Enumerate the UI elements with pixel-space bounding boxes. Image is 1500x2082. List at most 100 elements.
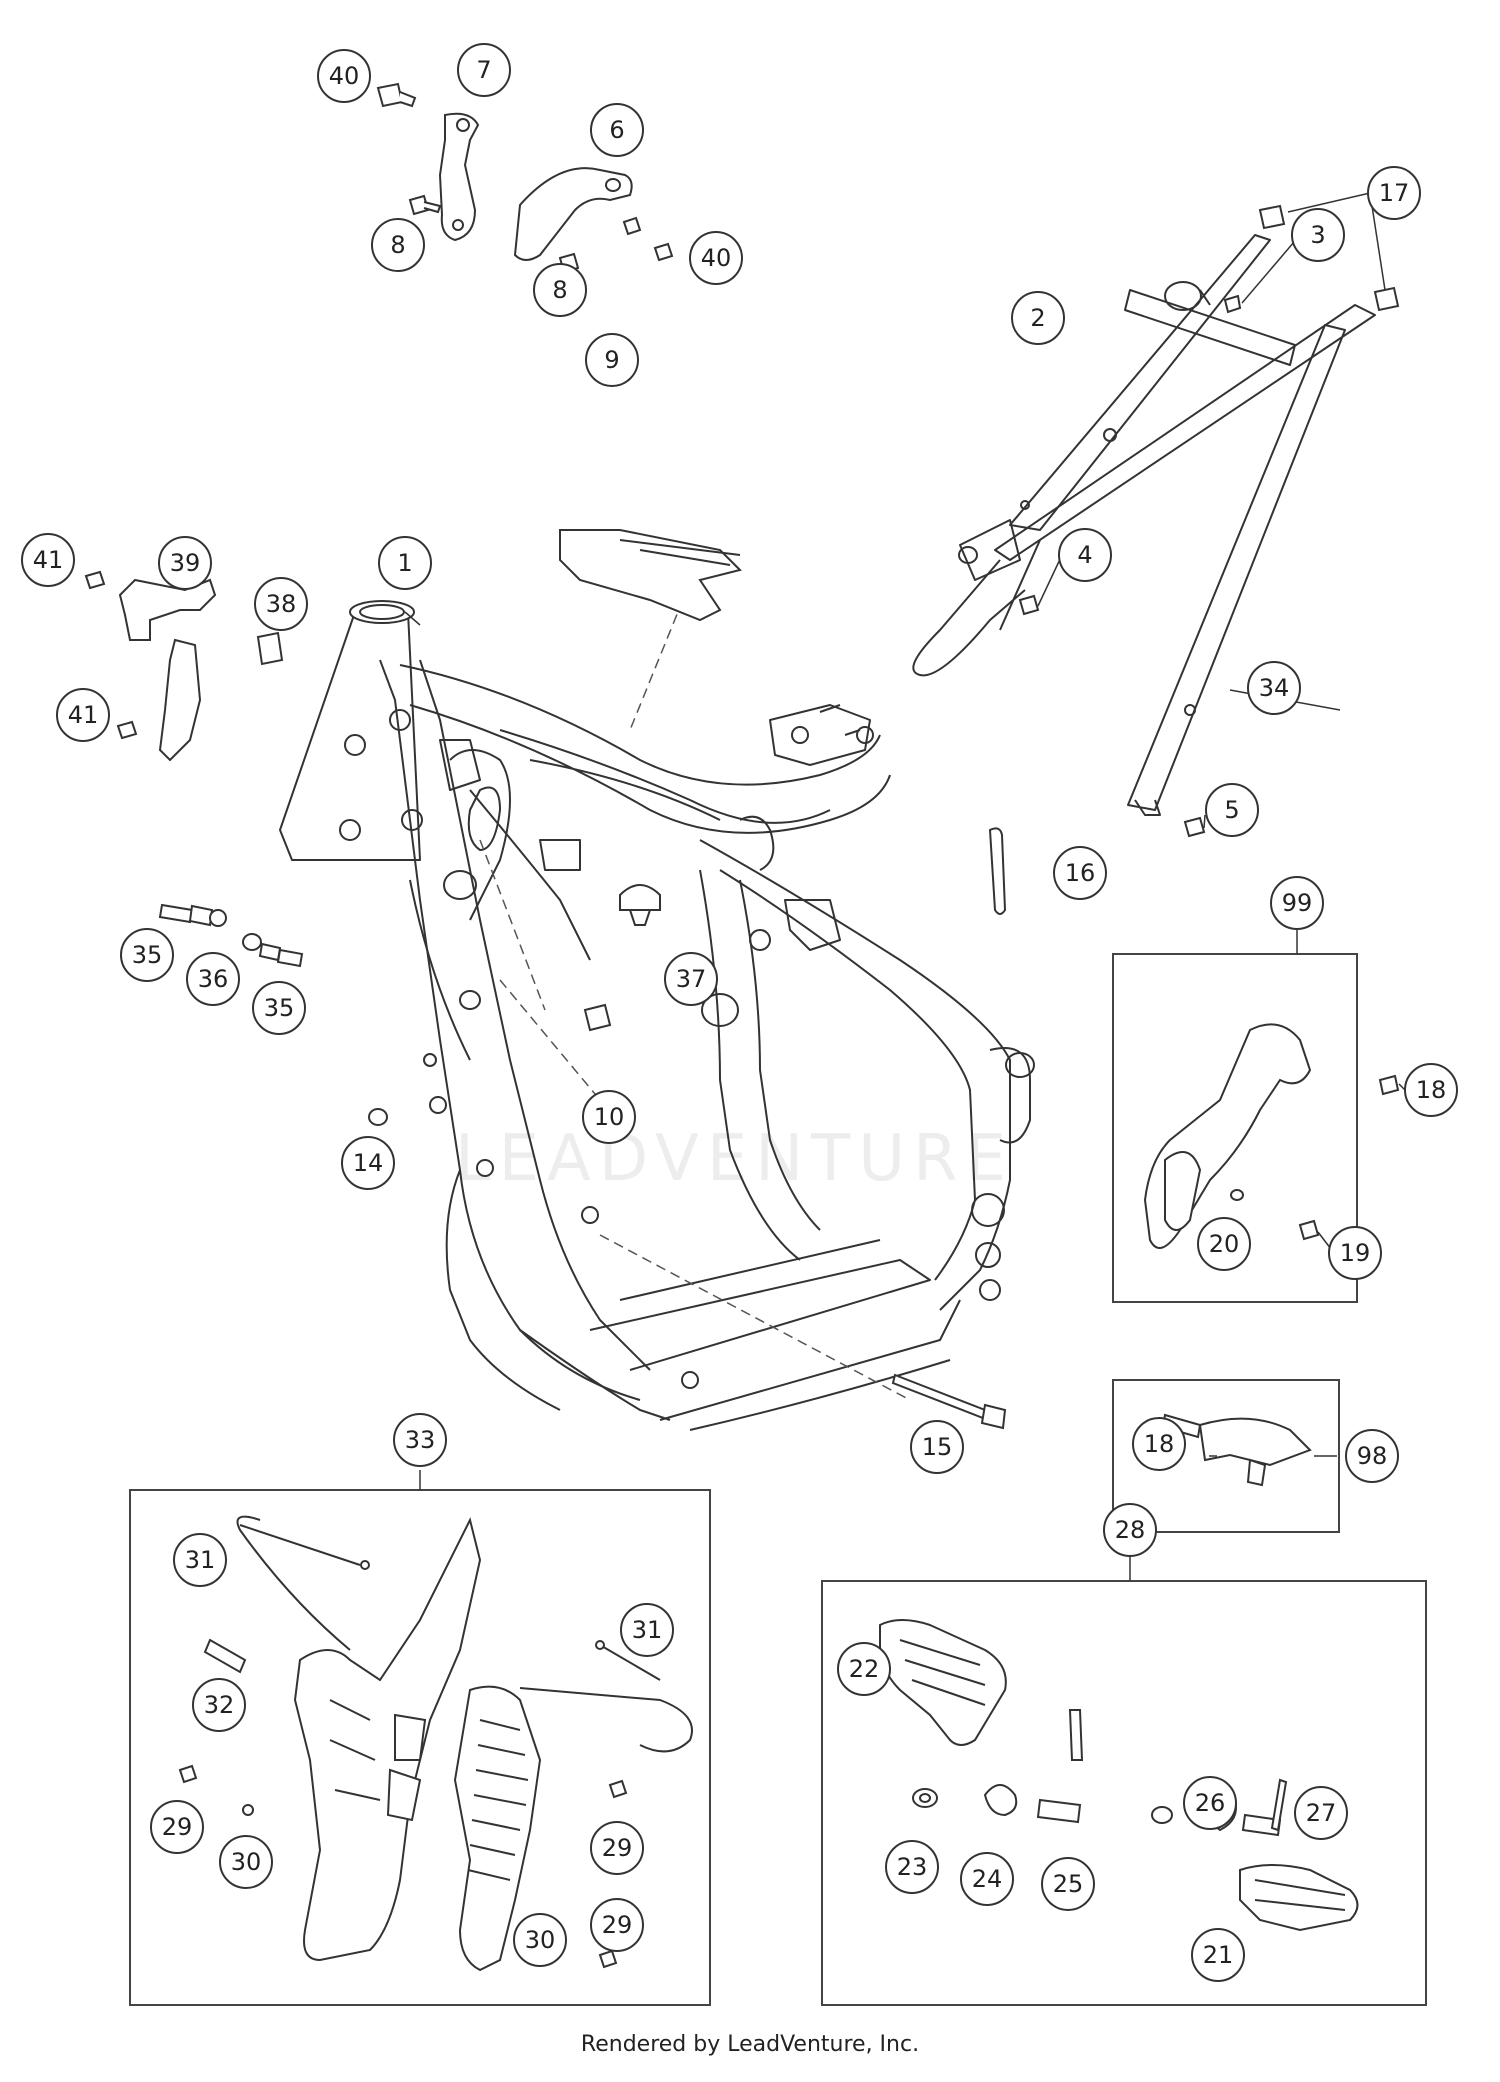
callout-label: 17 bbox=[1379, 179, 1410, 207]
callout-circle bbox=[582, 1090, 636, 1144]
footer-credit: Rendered by LeadVenture, Inc. bbox=[580, 2032, 920, 2057]
callout-19: 19 bbox=[1328, 1226, 1382, 1280]
callout-label: 25 bbox=[1053, 1870, 1084, 1898]
callout-label: 99 bbox=[1282, 889, 1313, 917]
callout-label: 15 bbox=[922, 1433, 953, 1461]
callout-label: 32 bbox=[204, 1691, 235, 1719]
callout-circle bbox=[1205, 783, 1259, 837]
callout-21: 21 bbox=[1191, 1928, 1245, 1982]
callout-40: 40 bbox=[689, 231, 743, 285]
callout-39: 39 bbox=[158, 536, 212, 590]
callout-1: 1 bbox=[378, 536, 432, 590]
callout-27: 27 bbox=[1294, 1786, 1348, 1840]
callout-label: 26 bbox=[1195, 1789, 1226, 1817]
callout-label: 10 bbox=[594, 1103, 625, 1131]
callout-label: 29 bbox=[162, 1813, 193, 1841]
alignment-lines bbox=[479, 569, 911, 1401]
callout-circle bbox=[341, 1136, 395, 1190]
callout-circle bbox=[252, 981, 306, 1035]
callout-circle bbox=[533, 263, 587, 317]
callout-label: 35 bbox=[264, 994, 295, 1022]
callout-29: 29 bbox=[590, 1821, 644, 1875]
callout-17: 17 bbox=[1367, 166, 1421, 220]
callout-circle bbox=[1197, 1217, 1251, 1271]
callout-5: 5 bbox=[1205, 783, 1259, 837]
callout-label: 9 bbox=[604, 346, 619, 374]
callout-29: 29 bbox=[590, 1898, 644, 1952]
callout-label: 19 bbox=[1340, 1239, 1371, 1267]
callout-circle bbox=[378, 536, 432, 590]
callout-label: 98 bbox=[1357, 1442, 1388, 1470]
callout-circle bbox=[590, 1821, 644, 1875]
callout-circle bbox=[689, 231, 743, 285]
callout-8: 8 bbox=[533, 263, 587, 317]
callout-label: 41 bbox=[33, 546, 64, 574]
callout-label: 3 bbox=[1310, 221, 1325, 249]
callout-4: 4 bbox=[1058, 528, 1112, 582]
callout-circle bbox=[371, 218, 425, 272]
callout-18: 18 bbox=[1132, 1417, 1186, 1471]
callout-circle bbox=[620, 1603, 674, 1657]
callout-label: 5 bbox=[1224, 796, 1239, 824]
callout-label: 35 bbox=[132, 941, 163, 969]
callout-label: 22 bbox=[849, 1655, 880, 1683]
callout-label: 28 bbox=[1115, 1516, 1146, 1544]
callout-41: 41 bbox=[56, 688, 110, 742]
callout-circle bbox=[664, 952, 718, 1006]
callout-25: 25 bbox=[1041, 1857, 1095, 1911]
callout-circle bbox=[56, 688, 110, 742]
callout-label: 21 bbox=[1203, 1941, 1234, 1969]
footrests bbox=[880, 1620, 1358, 1930]
callout-circle bbox=[219, 1835, 273, 1889]
callout-8: 8 bbox=[371, 218, 425, 272]
callout-label: 16 bbox=[1065, 859, 1096, 887]
callout-circle bbox=[158, 536, 212, 590]
callout-circle bbox=[1367, 166, 1421, 220]
callout-circle bbox=[513, 1913, 567, 1967]
callout-circle bbox=[590, 1898, 644, 1952]
callout-28: 28 bbox=[1103, 1503, 1157, 1557]
group-box-98 bbox=[1112, 1379, 1340, 1533]
callout-10: 10 bbox=[582, 1090, 636, 1144]
side-stand-bracket bbox=[1145, 1024, 1398, 1248]
callout-label: 6 bbox=[609, 116, 624, 144]
callout-24: 24 bbox=[960, 1852, 1014, 1906]
callout-41: 41 bbox=[21, 533, 75, 587]
callout-label: 4 bbox=[1077, 541, 1092, 569]
callout-35: 35 bbox=[120, 928, 174, 982]
callout-label: 14 bbox=[353, 1149, 384, 1177]
callout-7: 7 bbox=[457, 43, 511, 97]
callout-label: 1 bbox=[397, 549, 412, 577]
callout-label: 31 bbox=[185, 1546, 216, 1574]
callout-circle bbox=[1058, 528, 1112, 582]
spring-and-rod bbox=[1163, 1415, 1310, 1485]
callout-36: 36 bbox=[186, 952, 240, 1006]
callout-circle bbox=[393, 1413, 447, 1467]
callout-label: 40 bbox=[701, 244, 732, 272]
small-parts bbox=[86, 84, 1398, 1428]
callout-99: 99 bbox=[1270, 876, 1324, 930]
callout-circle bbox=[173, 1533, 227, 1587]
callout-98: 98 bbox=[1345, 1429, 1399, 1483]
callout-label: 18 bbox=[1144, 1430, 1175, 1458]
callout-label: 24 bbox=[972, 1865, 1003, 1893]
callout-circle bbox=[1291, 208, 1345, 262]
callout-circle bbox=[1183, 1776, 1237, 1830]
callout-23: 23 bbox=[885, 1840, 939, 1894]
callout-9: 9 bbox=[585, 333, 639, 387]
callout-2: 2 bbox=[1011, 291, 1065, 345]
callout-29: 29 bbox=[150, 1800, 204, 1854]
callout-circle bbox=[1011, 291, 1065, 345]
callout-circle bbox=[1345, 1429, 1399, 1483]
callout-18: 18 bbox=[1404, 1063, 1458, 1117]
callout-label: 8 bbox=[390, 231, 405, 259]
callout-31: 31 bbox=[620, 1603, 674, 1657]
callout-label: 34 bbox=[1259, 674, 1290, 702]
callout-circle bbox=[457, 43, 511, 97]
callout-35: 35 bbox=[252, 981, 306, 1035]
callout-circle bbox=[1270, 876, 1324, 930]
callout-3: 3 bbox=[1291, 208, 1345, 262]
callout-circle bbox=[21, 533, 75, 587]
callout-label: 36 bbox=[198, 965, 229, 993]
